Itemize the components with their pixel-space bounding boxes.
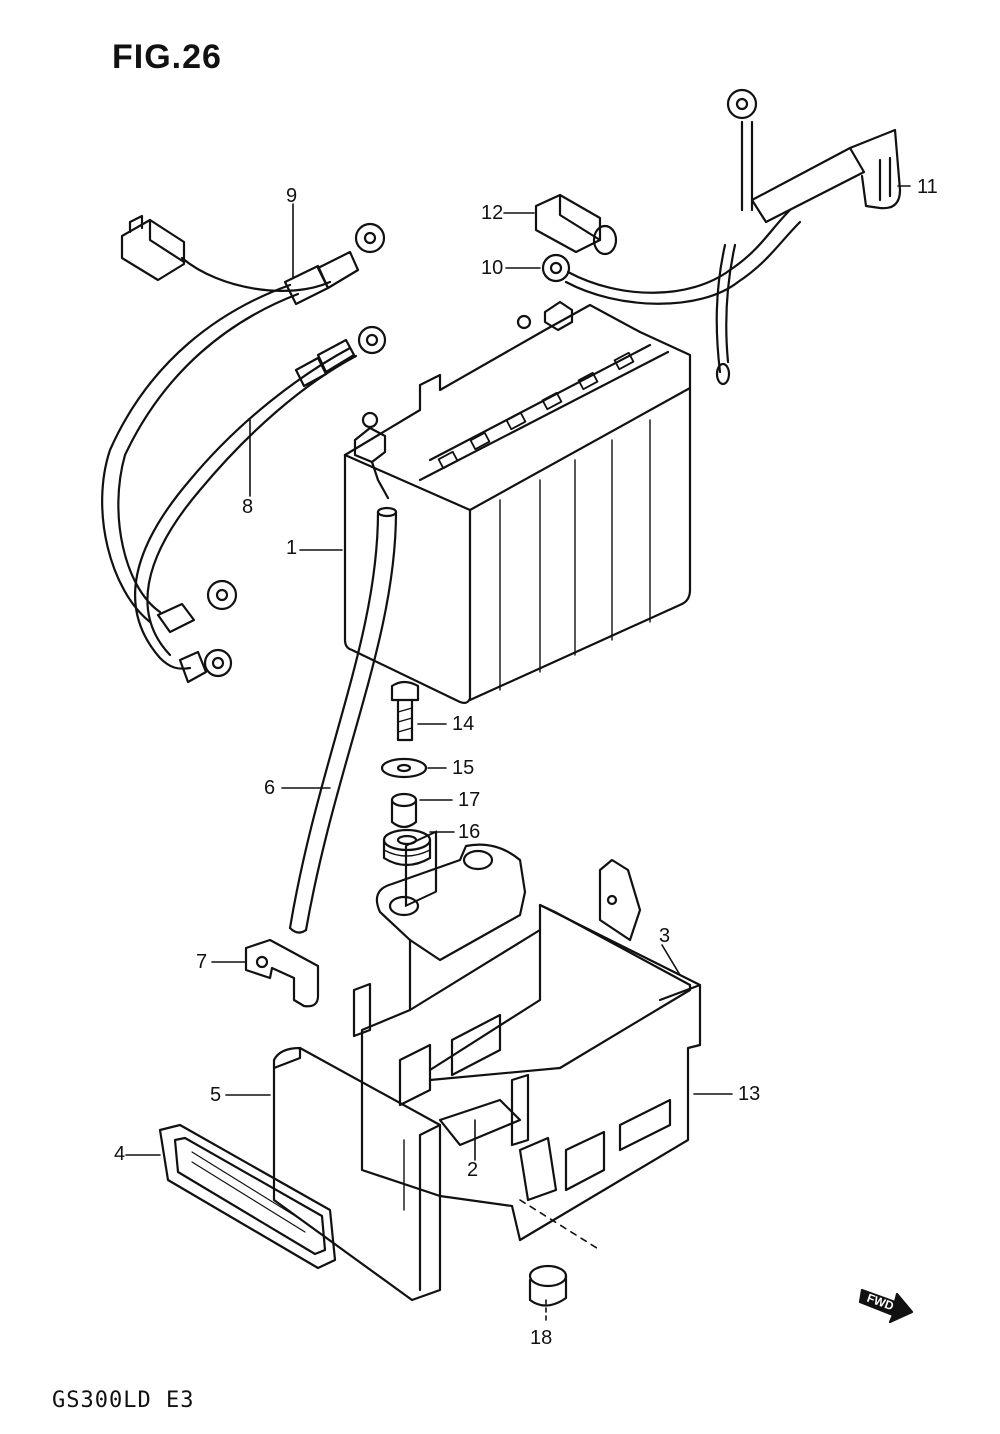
callout-6: 6 [264,777,276,799]
clamp [244,938,320,1008]
terminal-cap [534,193,618,256]
callout-3: 3 [659,925,671,947]
callout-2: 2 [467,1159,479,1181]
callout-18: 18 [530,1327,553,1349]
callout-15: 15 [452,757,475,779]
battery-cover [272,1046,442,1302]
callout-11: 11 [917,176,938,198]
callout-12: 12 [481,202,504,224]
battery-tray [352,830,702,1242]
callout-16: 16 [458,821,481,843]
callout-5: 5 [210,1084,222,1106]
callout-1: 1 [286,537,298,559]
callout-8: 8 [242,496,254,518]
cable-8 [134,325,387,684]
callout-4: 4 [114,1143,126,1165]
callout-7: 7 [196,951,208,973]
callout-9: 9 [286,185,298,207]
leader-lines [125,185,911,1321]
callout-17: 17 [458,789,481,811]
fuse-lead [541,88,902,386]
battery [343,300,692,704]
callout-13: 13 [738,1083,761,1105]
model-code: GS300LD E3 [52,1388,195,1413]
figure-title: FIG.26 [112,38,222,76]
breather-tube [288,506,398,934]
callout-14: 14 [452,713,475,735]
fwd-arrow-icon: FWD [858,1288,914,1324]
rubber-cap [528,1264,568,1307]
cable-9 [101,214,386,634]
callout-10: 10 [481,257,504,279]
battery-band [158,1123,337,1270]
